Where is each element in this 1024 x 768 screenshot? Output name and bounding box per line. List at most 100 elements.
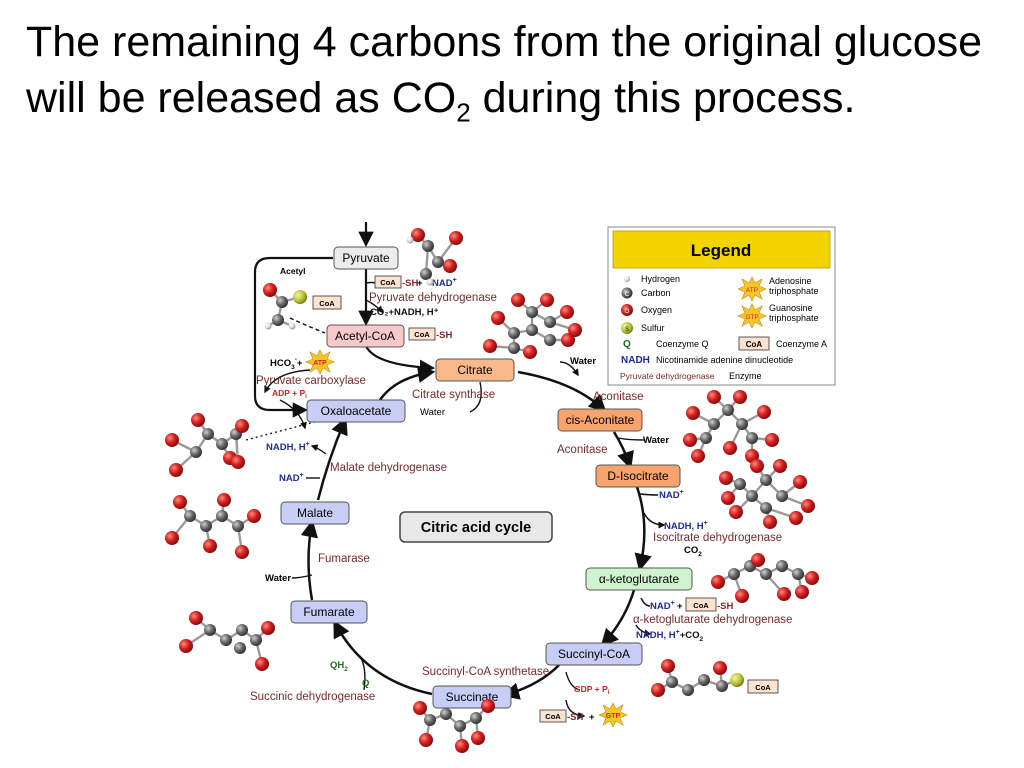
atom-o bbox=[540, 293, 554, 307]
atom-o bbox=[750, 459, 764, 473]
plus-gtp: + bbox=[589, 712, 595, 723]
atom-o bbox=[801, 499, 815, 513]
atom-o bbox=[203, 539, 217, 553]
legend-nadh-desc: Nicotinamide adenine dinucleotide bbox=[656, 355, 793, 365]
nad-isocitrate: NAD+ bbox=[659, 489, 684, 501]
atom-c bbox=[760, 474, 772, 486]
atom-o bbox=[721, 491, 735, 505]
coa-box-acetyl-group: CoA bbox=[319, 299, 335, 308]
atom-o bbox=[235, 419, 249, 433]
atom-c bbox=[232, 520, 244, 532]
atom-o bbox=[789, 511, 803, 525]
box-cis-aconitate: cis-Aconitate bbox=[557, 408, 643, 432]
label-oxaloacetate: Oxaloacetate bbox=[321, 404, 392, 418]
co2-isocitrate: CO2 bbox=[684, 545, 702, 558]
nadh-isocitrate: NADH, H+ bbox=[664, 520, 708, 532]
qh2-label: QH2 bbox=[330, 660, 348, 673]
atom-o bbox=[247, 509, 261, 523]
box-pyruvate: Pyruvate bbox=[333, 246, 399, 270]
cycle-arrows bbox=[300, 365, 652, 700]
atom-c bbox=[184, 510, 196, 522]
box-citrate: Citrate bbox=[435, 358, 515, 382]
nadh-malate: NADH, H+ bbox=[266, 441, 310, 453]
legend-carbon-icon bbox=[621, 287, 633, 299]
water-citrate-synthase: Water bbox=[420, 407, 445, 418]
atom-c bbox=[276, 296, 288, 308]
atp-badge-carboxylase: ATP bbox=[313, 360, 327, 367]
atom-o bbox=[757, 405, 771, 419]
atom-o bbox=[691, 449, 705, 463]
atom-o bbox=[651, 683, 665, 697]
atom-c bbox=[736, 418, 748, 430]
atom-c bbox=[760, 568, 772, 580]
legend-atp-icon bbox=[737, 276, 767, 302]
atom-o bbox=[235, 545, 249, 559]
atom-s bbox=[293, 290, 307, 304]
arrow-acetyl-group bbox=[289, 317, 326, 334]
nad-coa-akg: NAD+ + CoA -SH bbox=[650, 597, 734, 612]
atom-c bbox=[728, 568, 740, 580]
legend-gtp-icon bbox=[737, 303, 767, 329]
atom-o bbox=[483, 339, 497, 353]
atom-o bbox=[773, 459, 787, 473]
gdp-pi-label: GDP + Pi bbox=[574, 684, 610, 696]
atom-h bbox=[288, 322, 296, 330]
arrow-isocitrate-to-akg bbox=[634, 486, 652, 572]
atom-c bbox=[508, 342, 520, 354]
atom-o bbox=[217, 493, 231, 507]
atom-o bbox=[711, 575, 725, 589]
atom-o bbox=[189, 611, 203, 625]
atom-c bbox=[746, 490, 758, 502]
svg-text:ATP: ATP bbox=[746, 287, 758, 294]
atp-star-carboxylase: ATP bbox=[305, 349, 335, 375]
label-pyruvate: Pyruvate bbox=[342, 251, 390, 265]
atom-c bbox=[544, 316, 556, 328]
sh-gtp: -SH bbox=[567, 712, 584, 723]
legend-hydrogen-icon bbox=[624, 276, 630, 282]
legend-nadh-symbol: NADH bbox=[621, 355, 650, 366]
legend-title: Legend bbox=[691, 241, 751, 260]
atom-o bbox=[805, 571, 819, 585]
atom-c bbox=[204, 624, 216, 636]
nadh-co2-akg: NADH, H++CO2 bbox=[636, 629, 704, 643]
atom-o bbox=[411, 228, 425, 242]
cycle-center-label: Citric acid cycle bbox=[399, 511, 553, 543]
arrow-succinate-to-fumarate bbox=[333, 619, 433, 696]
legend-carbon: Carbon bbox=[641, 288, 671, 298]
atom-o bbox=[165, 433, 179, 447]
co2-nadh-pyruvate: CO₂+NADH, H⁺ bbox=[370, 307, 439, 318]
enzyme-citrate-synthase: Citrate synthase bbox=[412, 389, 495, 401]
sh-acetyl: -SH bbox=[436, 330, 453, 341]
atom-o bbox=[263, 283, 277, 297]
cis-aconitate-molecule bbox=[683, 390, 779, 463]
title-subscript: 2 bbox=[456, 97, 471, 128]
box-d-isocitrate: D-Isocitrate bbox=[595, 464, 681, 488]
coa-box-akg: CoA bbox=[693, 601, 709, 610]
coa-box-top: CoA bbox=[380, 278, 396, 287]
molecule-models bbox=[165, 228, 819, 753]
pyruvate-molecule bbox=[406, 228, 463, 286]
atom-o bbox=[661, 659, 675, 673]
ketoglutarate-molecule bbox=[711, 553, 819, 603]
arrow-pyruvate-carboxylase-loop bbox=[253, 256, 333, 418]
plus-top: + bbox=[417, 278, 423, 289]
title-text-pre: The remaining 4 carbons from the origina… bbox=[26, 18, 983, 122]
label-d-isocitrate: D-Isocitrate bbox=[607, 469, 669, 483]
label-acetyl-coa: Acetyl-CoA bbox=[335, 329, 395, 343]
slide-title: The remaining 4 carbons from the origina… bbox=[26, 14, 986, 126]
atom-c bbox=[508, 327, 520, 339]
atom-c bbox=[432, 256, 444, 268]
atom-o bbox=[481, 699, 495, 713]
atom-h bbox=[406, 236, 414, 244]
atom-o bbox=[491, 311, 505, 325]
atom-c bbox=[202, 428, 214, 440]
atom-o bbox=[413, 701, 427, 715]
atom-o bbox=[707, 390, 721, 404]
atom-o bbox=[261, 621, 275, 635]
atom-o bbox=[169, 463, 183, 477]
box-acetyl-coa: Acetyl-CoA bbox=[326, 324, 405, 348]
atom-c bbox=[454, 720, 466, 732]
box-succinate: Succinate bbox=[432, 685, 512, 709]
legend-enzyme: Enzyme bbox=[729, 371, 762, 381]
atom-o bbox=[471, 731, 485, 745]
